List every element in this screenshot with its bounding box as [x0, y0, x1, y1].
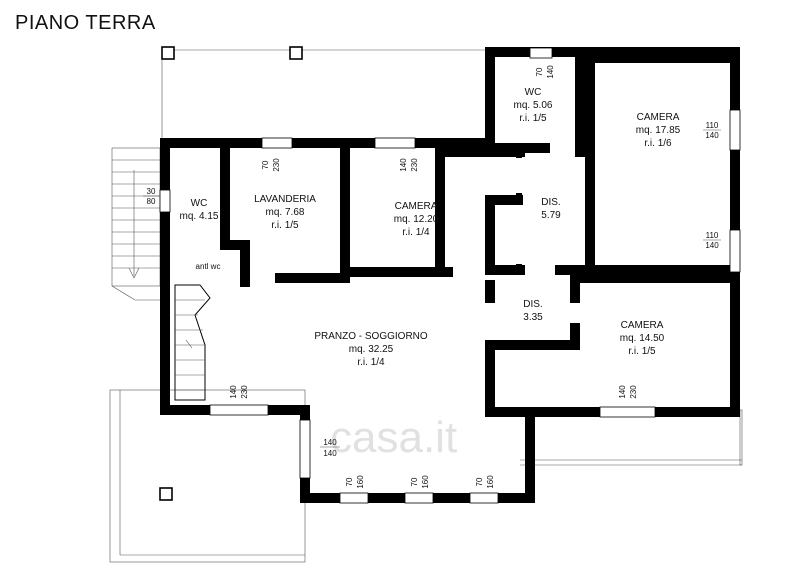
- window-wc-2: [529, 47, 553, 59]
- dim-wc-1: 30 80: [143, 187, 159, 206]
- window-lavanderia: [261, 137, 293, 149]
- svg-text:CAMERA: CAMERA: [621, 320, 664, 331]
- dim-camera-1: 140 230: [399, 158, 419, 172]
- dim-camera-3: 140 230: [618, 385, 638, 399]
- svg-text:160: 160: [421, 475, 430, 489]
- svg-text:mq. 14.50: mq. 14.50: [620, 333, 665, 344]
- svg-text:DIS.: DIS.: [541, 197, 560, 208]
- svg-text:r.i. 1/4: r.i. 1/4: [402, 227, 430, 238]
- svg-text:230: 230: [240, 385, 249, 399]
- window-bottom-2: [404, 492, 434, 504]
- svg-text:140: 140: [618, 385, 627, 399]
- entrance-stairs: [111, 147, 161, 301]
- svg-text:70: 70: [261, 160, 270, 169]
- window-wc-1: [159, 189, 171, 213]
- svg-text:160: 160: [356, 475, 365, 489]
- dim-bay: 140 140: [320, 438, 340, 458]
- room-dis-2: DIS. 3.35: [523, 299, 543, 323]
- svg-text:140: 140: [323, 449, 337, 458]
- dim-camera-2-bot: 110 140: [703, 231, 721, 250]
- svg-text:mq. 12.20: mq. 12.20: [394, 214, 439, 225]
- svg-text:140: 140: [546, 65, 555, 79]
- svg-text:160: 160: [486, 475, 495, 489]
- window-camera-3: [599, 406, 656, 418]
- svg-text:r.i. 1/5: r.i. 1/5: [271, 220, 299, 231]
- dim-wc-2: 70 140: [535, 65, 555, 79]
- room-pranzo-soggiorno: PRANZO - SOGGIORNO mq. 32.25 r.i. 1/4: [314, 331, 428, 368]
- svg-text:230: 230: [410, 158, 419, 172]
- svg-text:140: 140: [229, 385, 238, 399]
- svg-text:CAMERA: CAMERA: [637, 112, 680, 123]
- svg-text:140: 140: [705, 241, 719, 250]
- svg-text:r.i. 1/6: r.i. 1/6: [644, 138, 672, 149]
- window-bottom-1: [339, 492, 369, 504]
- dim-bottom-3: 70 160: [475, 475, 495, 489]
- svg-text:mq. 4.15: mq. 4.15: [180, 211, 219, 222]
- svg-text:LAVANDERIA: LAVANDERIA: [254, 194, 316, 205]
- svg-text:230: 230: [272, 158, 281, 172]
- svg-text:mq. 17.85: mq. 17.85: [636, 125, 681, 136]
- room-camera-3: CAMERA mq. 14.50 r.i. 1/5: [620, 320, 665, 357]
- room-wc-2: WC mq. 5.06 r.i. 1/5: [514, 87, 553, 124]
- svg-text:r.i. 1/4: r.i. 1/4: [357, 357, 385, 368]
- dim-lavanderia: 70 230: [261, 158, 281, 172]
- interior-stairs: [174, 284, 211, 401]
- svg-text:5.79: 5.79: [541, 210, 561, 221]
- dim-bottom-2: 70 160: [410, 475, 430, 489]
- svg-text:110: 110: [706, 121, 719, 130]
- watermark: casa.it: [330, 413, 457, 462]
- svg-text:80: 80: [147, 197, 156, 206]
- svg-text:140: 140: [323, 438, 337, 447]
- dim-pranzo: 140 230: [229, 385, 249, 399]
- window-camera-2-top: [729, 109, 741, 151]
- windows: [159, 47, 741, 504]
- svg-text:PRANZO - SOGGIORNO: PRANZO - SOGGIORNO: [314, 331, 428, 342]
- room-dis-1: DIS. 5.79: [541, 197, 561, 221]
- svg-text:140: 140: [399, 158, 408, 172]
- svg-text:DIS.: DIS.: [523, 299, 542, 310]
- room-camera-2: CAMERA mq. 17.85 r.i. 1/6: [636, 112, 681, 149]
- window-bottom-3: [469, 492, 499, 504]
- svg-text:230: 230: [629, 385, 638, 399]
- svg-text:mq. 32.25: mq. 32.25: [349, 344, 394, 355]
- room-lavanderia: LAVANDERIA mq. 7.68 r.i. 1/5: [254, 194, 316, 231]
- svg-text:mq. 7.68: mq. 7.68: [266, 207, 305, 218]
- svg-text:70: 70: [410, 477, 419, 486]
- columns: [159, 46, 303, 501]
- dim-camera-2-top: 110 140: [703, 121, 721, 140]
- svg-text:30: 30: [147, 187, 156, 196]
- antiwc-label: antl wc: [196, 262, 221, 271]
- room-camera-1: CAMERA mq. 12.20 r.i. 1/4: [394, 201, 439, 238]
- svg-text:140: 140: [705, 131, 719, 140]
- column-1: [161, 46, 175, 60]
- svg-text:r.i. 1/5: r.i. 1/5: [519, 113, 547, 124]
- svg-text:70: 70: [475, 477, 484, 486]
- svg-text:3.35: 3.35: [523, 312, 543, 323]
- column-3: [159, 487, 173, 501]
- window-bay: [299, 419, 311, 479]
- svg-text:WC: WC: [525, 87, 542, 98]
- svg-text:110: 110: [706, 231, 719, 240]
- svg-text:70: 70: [345, 477, 354, 486]
- window-camera-1: [374, 137, 416, 149]
- dim-bottom-1: 70 160: [345, 475, 365, 489]
- column-2: [289, 46, 303, 60]
- page-title: PIANO TERRA: [15, 12, 156, 34]
- svg-text:mq. 5.06: mq. 5.06: [514, 100, 553, 111]
- svg-text:70: 70: [535, 67, 544, 76]
- room-wc-1: WC mq. 4.15: [180, 198, 219, 222]
- svg-text:r.i. 1/5: r.i. 1/5: [628, 346, 656, 357]
- window-camera-2-bot: [729, 229, 741, 273]
- window-pranzo: [209, 404, 269, 416]
- svg-text:WC: WC: [191, 198, 208, 209]
- door-jambs: [240, 148, 584, 284]
- svg-text:CAMERA: CAMERA: [395, 201, 438, 212]
